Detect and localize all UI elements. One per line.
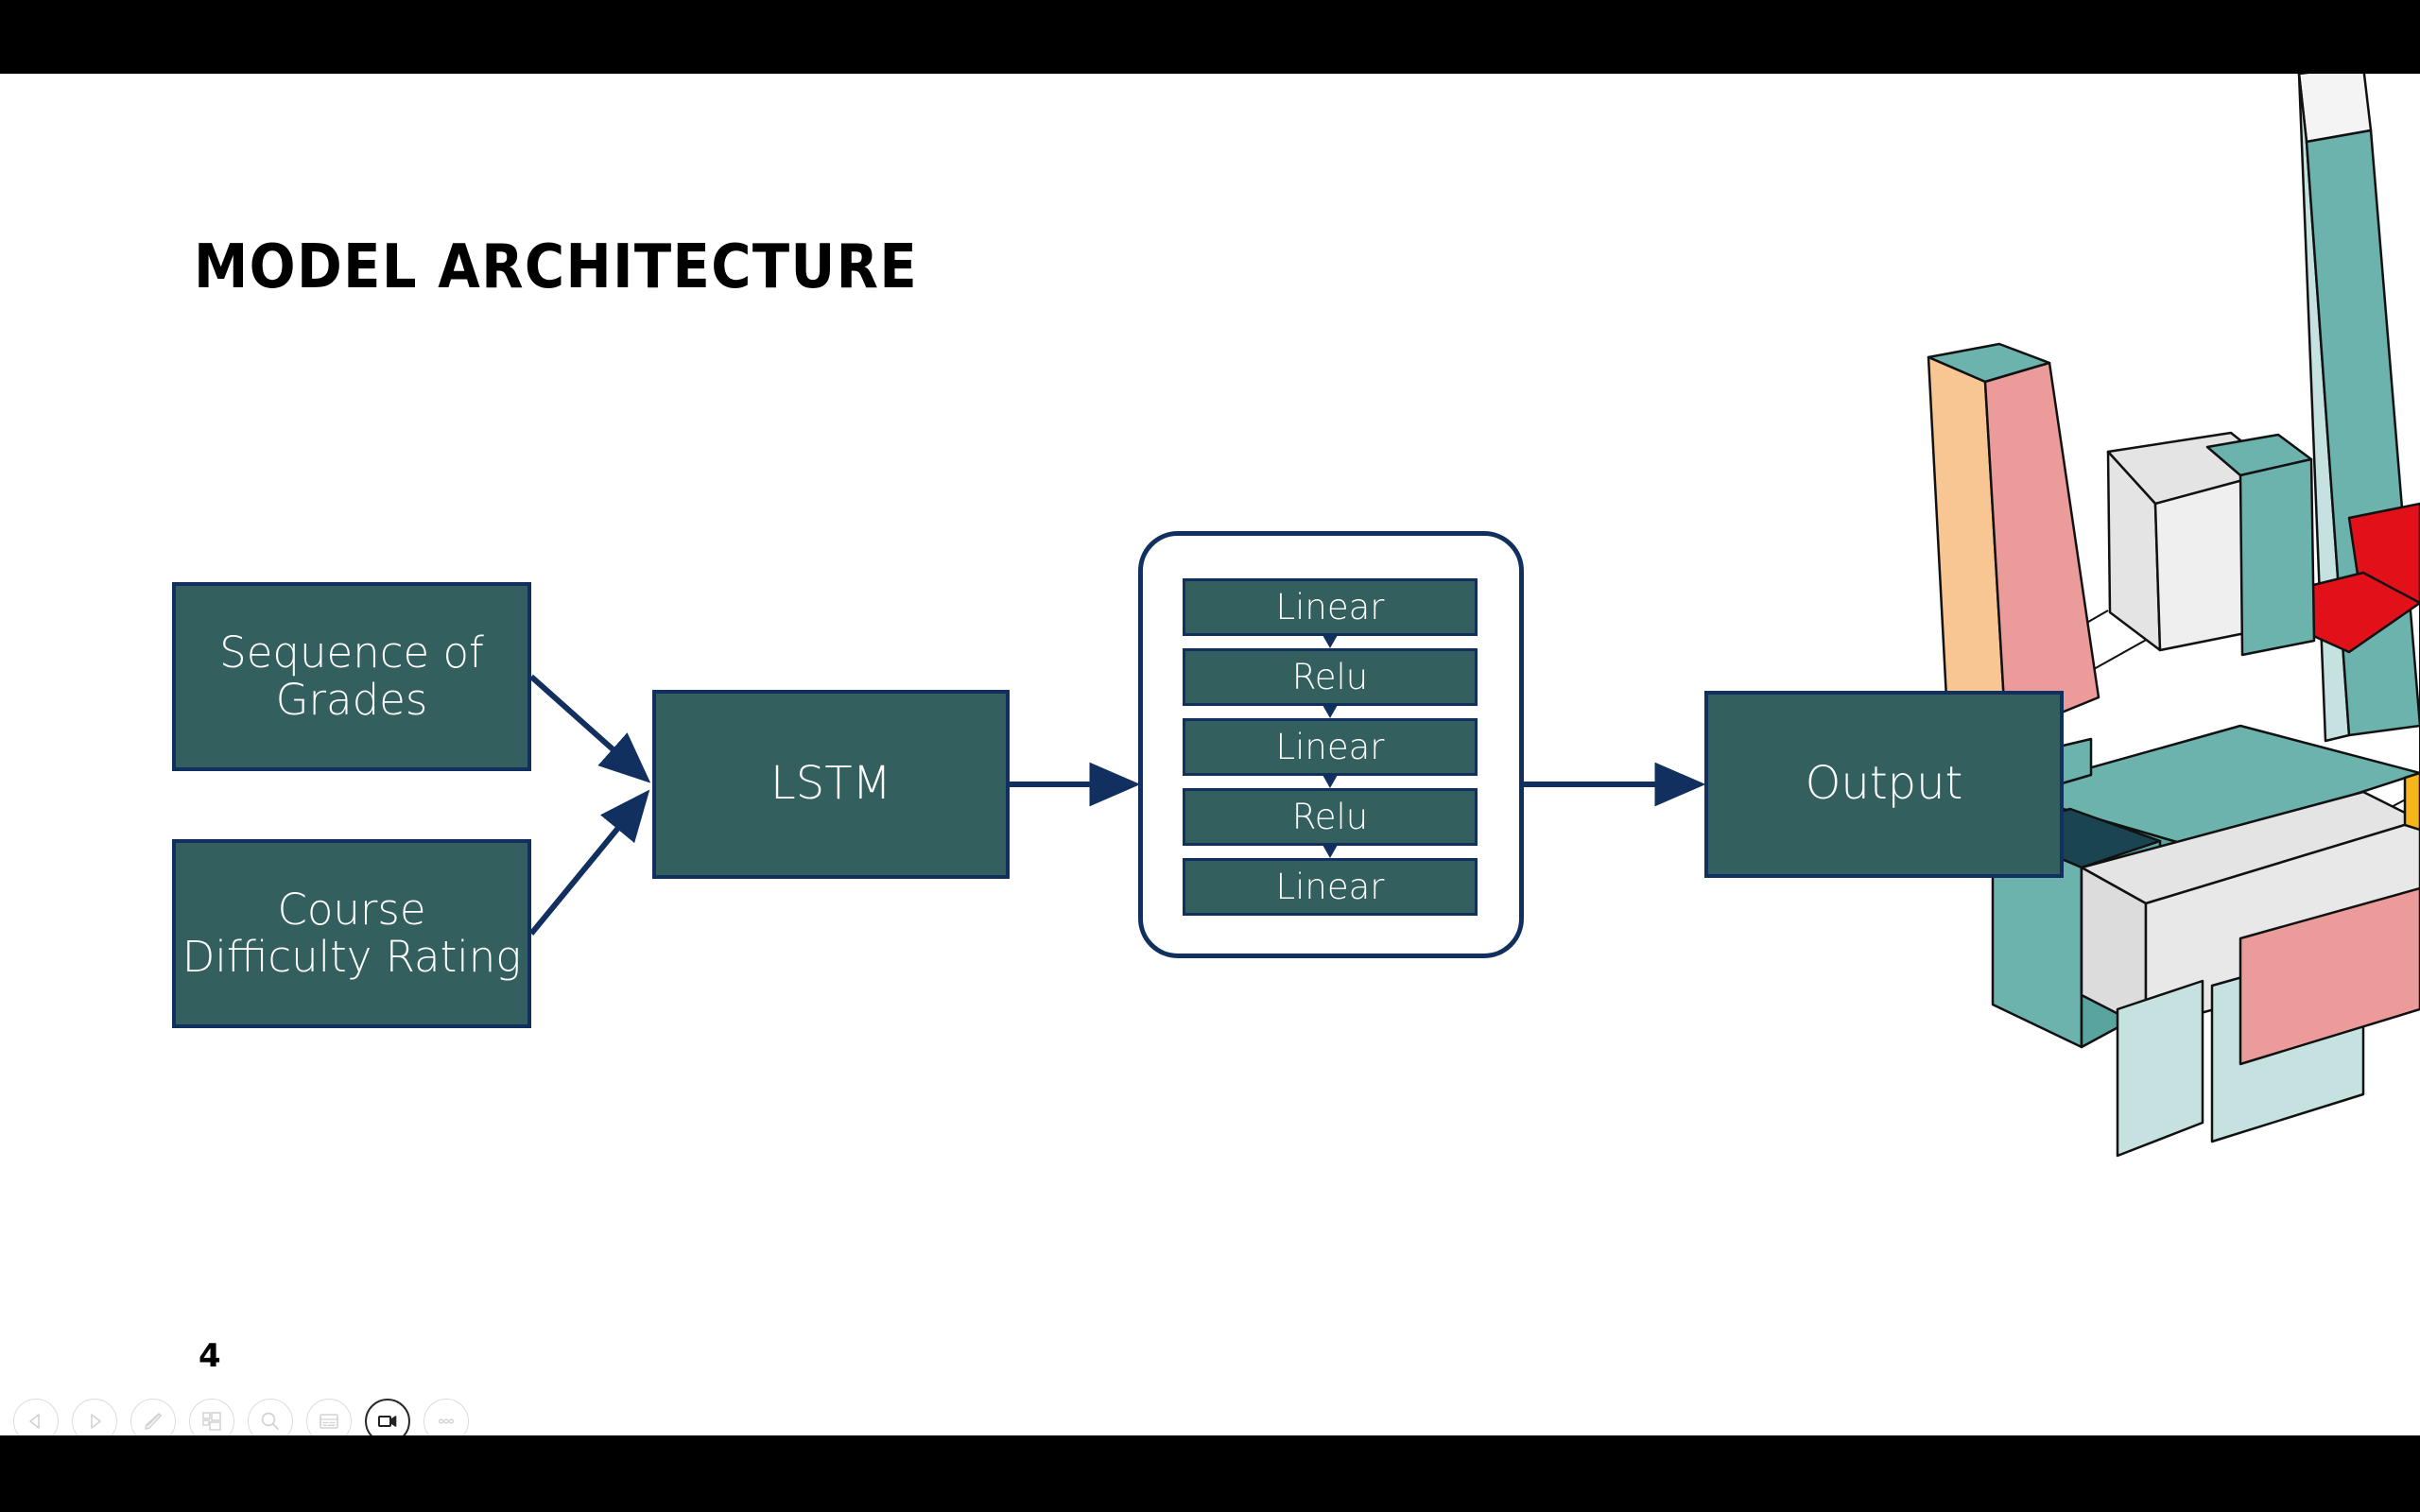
captions-button[interactable] — [306, 1399, 352, 1435]
magnifier-icon — [261, 1412, 279, 1430]
mlp-layer-linear-2: Linear — [1183, 718, 1478, 776]
previous-slide-icon — [29, 1414, 40, 1429]
node-lstm: LSTM — [652, 690, 1010, 879]
captions-icon — [320, 1414, 338, 1429]
slide-grid-icon — [202, 1412, 221, 1431]
node-mlp-container: Linear Relu Linear Relu Linear — [1138, 531, 1524, 958]
mlp-layer-linear-3: Linear — [1183, 858, 1478, 916]
presentation-toolbar — [0, 1383, 469, 1435]
node-output: Output — [1704, 691, 2064, 878]
mlp-layer-relu-2: Relu — [1183, 788, 1478, 846]
page-title: MODEL ARCHITECTURE — [194, 232, 919, 302]
mlp-connector-arrow-1 — [1322, 635, 1338, 648]
pen-icon — [145, 1413, 162, 1430]
letterbox-bottom — [0, 1435, 2420, 1512]
draw-button[interactable] — [130, 1399, 176, 1435]
slide-grid-button[interactable] — [189, 1399, 234, 1435]
next-slide-button[interactable] — [72, 1399, 117, 1435]
node-course-difficulty-rating: Course Difficulty Rating — [172, 839, 531, 1028]
page-number: 4 — [199, 1337, 221, 1375]
edge-difficulty-to-lstm — [528, 789, 650, 936]
slide-canvas: MODEL ARCHITECTURE Sequence of Grades Co… — [0, 74, 2420, 1435]
zoom-button[interactable] — [248, 1399, 293, 1435]
mlp-connector-arrow-2 — [1322, 705, 1338, 718]
more-options-icon — [438, 1418, 455, 1424]
mlp-connector-arrow-3 — [1322, 775, 1338, 788]
mlp-layer-linear-1: Linear — [1183, 578, 1478, 636]
more-options-button[interactable] — [424, 1399, 469, 1435]
mlp-connector-arrow-4 — [1322, 845, 1338, 858]
letterbox-top — [0, 0, 2420, 74]
video-button[interactable] — [365, 1399, 410, 1435]
edge-sequence-to-lstm — [529, 674, 651, 783]
next-slide-icon — [91, 1414, 101, 1429]
video-camera-icon — [378, 1416, 397, 1427]
mlp-layer-relu-1: Relu — [1183, 648, 1478, 706]
previous-slide-button[interactable] — [13, 1399, 59, 1435]
node-sequence-of-grades: Sequence of Grades — [172, 582, 531, 771]
